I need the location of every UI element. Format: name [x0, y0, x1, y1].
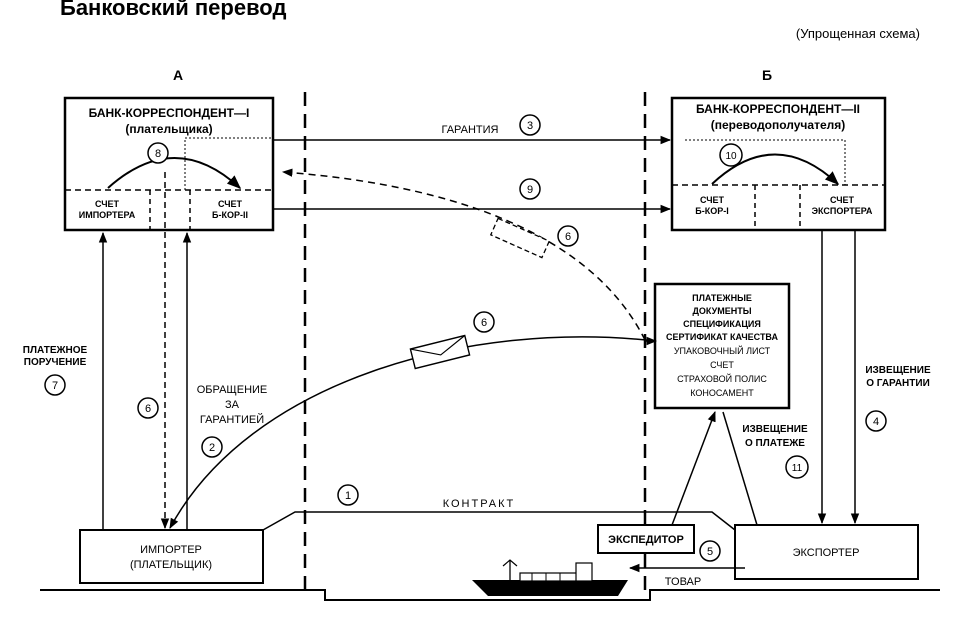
bank-2-subtitle: (переводополучателя) — [711, 118, 846, 132]
step-1: 1 — [345, 490, 351, 502]
bank-2-account-bkor1-line1: СЧЕТ — [700, 195, 725, 205]
goods-label: ТОВАР — [665, 576, 701, 588]
ground-line — [40, 589, 940, 601]
documents-line-1: ПЛАТЕЖНЫЕ — [692, 293, 752, 303]
bank-1: БАНК-КОРРЕСПОНДЕНТ—I (плательщика) СЧЕТ … — [63, 96, 275, 232]
documents-line-7: СТРАХОВОЙ ПОЛИС — [677, 373, 767, 384]
side-b-label: Б — [762, 67, 772, 83]
step-6-importer: 6 — [145, 403, 151, 415]
bank-2-account-exporter-line2: ЭКСПОРТЕРА — [812, 206, 873, 216]
documents-line-4: СЕРТИФИКАТ КАЧЕСТВА — [666, 332, 779, 342]
bank-2: БАНК-КОРРЕСПОНДЕНТ—II (переводополучател… — [670, 96, 887, 232]
importer-box: ИМПОРТЕР (ПЛАТЕЛЬЩИК) — [79, 529, 264, 584]
step-7: 7 — [52, 380, 58, 392]
forwarder-to-documents-arrow — [671, 411, 716, 526]
importer-line-2: (ПЛАТЕЛЬЩИК) — [130, 559, 212, 571]
exporter-label: ЭКСПОРТЕР — [793, 547, 860, 559]
bank-2-title: БАНК-КОРРЕСПОНДЕНТ—II — [696, 102, 860, 116]
documents-to-bank1-dashed — [281, 168, 646, 341]
documents-line-5: УПАКОВОЧНЫЙ ЛИСТ — [674, 345, 771, 356]
forwarder-box: ЭКСПЕДИТОР — [597, 524, 695, 554]
ship-icon — [472, 559, 628, 596]
page-subtitle: (Упрощенная схема) — [796, 26, 920, 41]
step-4: 4 — [873, 416, 879, 428]
step-6-docs: 6 — [481, 317, 487, 329]
envelope-icon — [489, 217, 551, 259]
bank-1-account-bkor2-line1: СЧЕТ — [218, 199, 243, 209]
payment-notice-line-1: ИЗВЕЩЕНИЕ — [742, 424, 808, 435]
request-guarantee-line-2: ЗА — [225, 399, 240, 411]
step-3: 3 — [527, 120, 533, 132]
step-10: 10 — [725, 151, 737, 162]
side-a-label: А — [173, 67, 183, 83]
bank-1-subtitle: (плательщика) — [125, 122, 212, 136]
documents-box: ПЛАТЕЖНЫЕ ДОКУМЕНТЫ СПЕЦИФИКАЦИЯ СЕРТИФИ… — [653, 282, 791, 410]
payment-notice-line-2: О ПЛАТЕЖЕ — [745, 438, 805, 449]
bank-1-account-importer-line2: ИМПОРТЕРА — [79, 210, 136, 220]
guarantee-label: ГАРАНТИЯ — [441, 124, 498, 136]
step-8: 8 — [155, 148, 161, 160]
forwarder-label: ЭКСПЕДИТОР — [608, 534, 684, 546]
payment-order-line-1: ПЛАТЕЖНОЕ — [23, 345, 88, 356]
step-9: 9 — [527, 184, 533, 196]
bank-1-account-bkor2-line2: Б-КОР-II — [212, 210, 248, 220]
exporter-box: ЭКСПОРТЕР — [734, 524, 919, 580]
documents-line-8: КОНОСАМЕНТ — [690, 388, 754, 398]
request-guarantee-line-1: ОБРАЩЕНИЕ — [197, 384, 268, 396]
bank-2-account-exporter-line1: СЧЕТ — [830, 195, 855, 205]
guarantee-notice-line-1: ИЗВЕЩЕНИЕ — [865, 365, 931, 376]
step-6-bank: 6 — [565, 231, 571, 243]
exporter-to-documents-line — [722, 411, 758, 526]
bank-1-title: БАНК-КОРРЕСПОНДЕНТ—I — [89, 106, 250, 120]
page-title: Банковский перевод — [60, 0, 286, 20]
bank-2-account-bkor1-line2: Б-КОР-I — [695, 206, 728, 216]
step-11: 11 — [792, 463, 803, 474]
contract-label: КОНТРАКТ — [443, 498, 516, 510]
envelope-icon — [409, 334, 471, 370]
importer-line-1: ИМПОРТЕР — [140, 544, 202, 556]
documents-line-2: ДОКУМЕНТЫ — [692, 306, 751, 316]
step-2: 2 — [209, 442, 215, 454]
request-guarantee-line-3: ГАРАНТИЕЙ — [200, 413, 264, 426]
contract-line — [262, 511, 736, 531]
documents-to-importer-arrow — [169, 336, 656, 529]
payment-order-line-2: ПОРУЧЕНИЕ — [24, 357, 87, 368]
documents-line-3: СПЕЦИФИКАЦИЯ — [683, 319, 761, 329]
guarantee-notice-line-2: О ГАРАНТИИ — [866, 378, 930, 389]
documents-line-6: СЧЕТ — [710, 360, 734, 370]
bank-1-account-importer-line1: СЧЕТ — [95, 199, 120, 209]
step-5: 5 — [707, 546, 713, 558]
